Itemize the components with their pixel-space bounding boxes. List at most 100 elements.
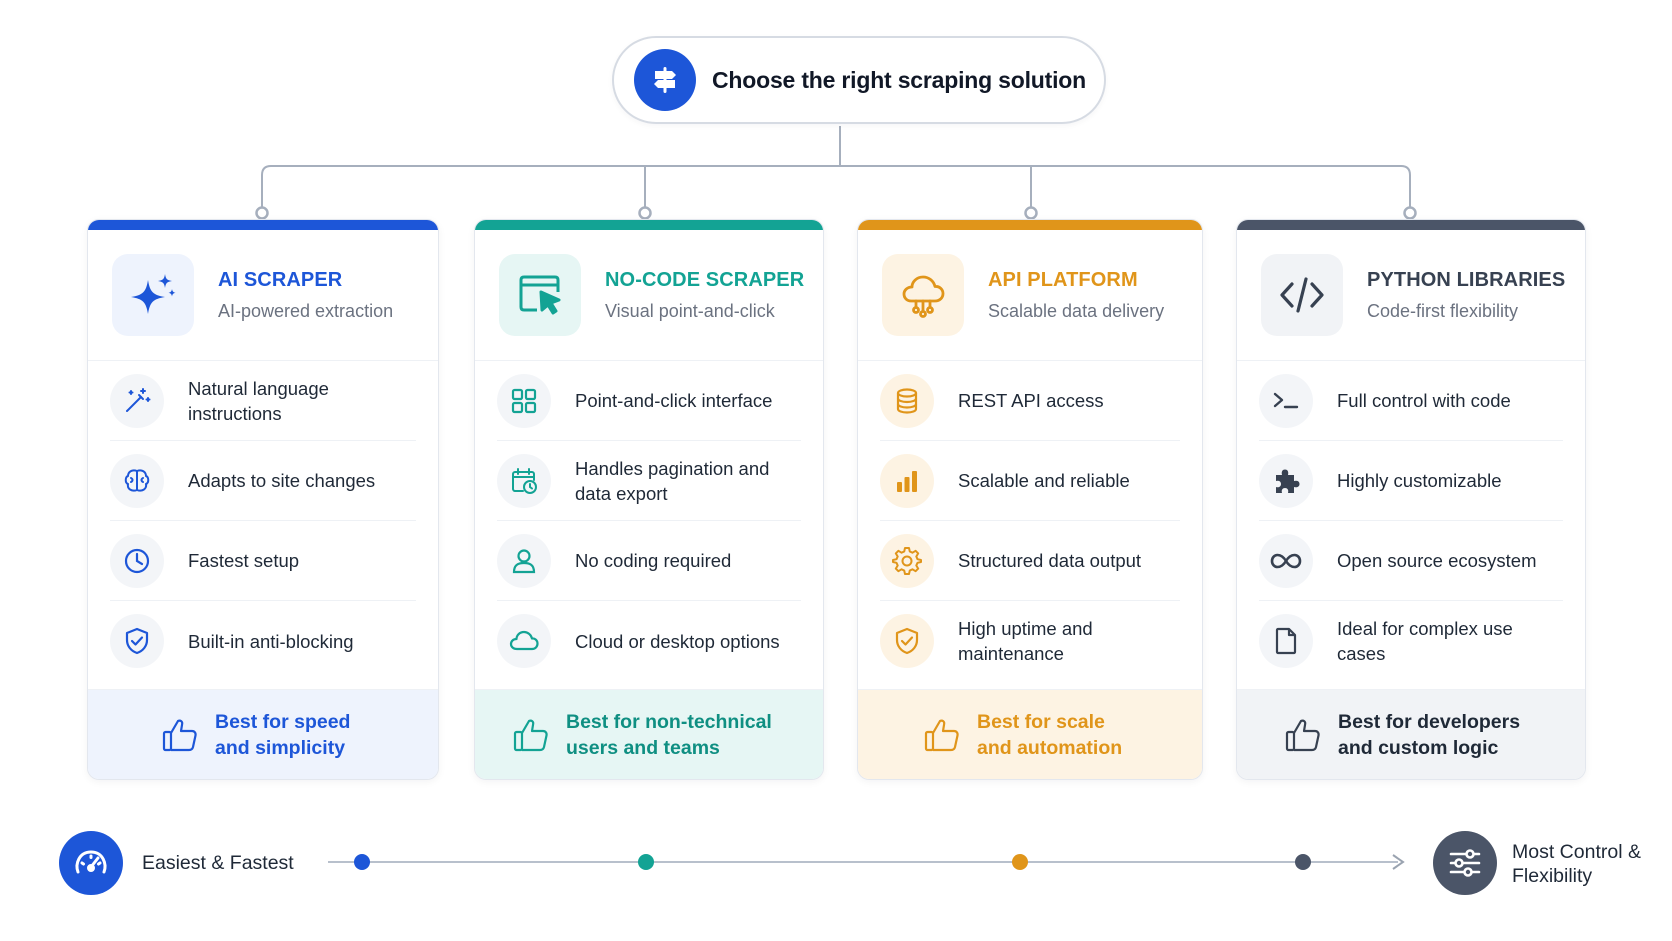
cursor-window-icon bbox=[499, 254, 581, 336]
infinity-icon bbox=[1259, 533, 1313, 588]
card-title: API PLATFORM bbox=[988, 268, 1138, 291]
scale-dot-ai bbox=[354, 854, 370, 870]
feature-text: Adapts to site changes bbox=[188, 470, 376, 491]
feature-item: Fastest setup bbox=[110, 521, 416, 601]
card-accent-bar bbox=[1237, 220, 1585, 230]
feature-item: REST API access bbox=[880, 361, 1180, 441]
card-subtitle: AI-powered extraction bbox=[218, 300, 394, 321]
feature-text: Fastest setup bbox=[188, 550, 300, 571]
thumbs-up-icon bbox=[924, 719, 959, 751]
feature-text: Handles pagination and data export bbox=[575, 457, 770, 504]
scale-dot-nocode bbox=[638, 854, 654, 870]
feature-list: Natural language instructions Adapts to … bbox=[88, 361, 438, 681]
feature-item: Adapts to site changes bbox=[110, 441, 416, 521]
best-for-text: Best for scale and automation bbox=[977, 710, 1123, 759]
feature-item: Handles pagination and data export bbox=[497, 441, 801, 521]
feature-item: Cloud or desktop options bbox=[497, 601, 801, 681]
feature-item: Ideal for complex use cases bbox=[1259, 601, 1563, 681]
card-api-platform: API PLATFORM Scalable data delivery REST… bbox=[857, 219, 1203, 780]
card-no-code-scraper: NO-CODE SCRAPER Visual point-and-click P… bbox=[474, 219, 824, 780]
calendar-clock-icon bbox=[497, 453, 551, 508]
feature-text: Open source ecosystem bbox=[1337, 550, 1537, 571]
best-for-text: Best for non-technical users and teams bbox=[566, 710, 772, 759]
feature-text: Built-in anti-blocking bbox=[188, 630, 354, 652]
connector-node bbox=[1024, 206, 1038, 220]
user-icon bbox=[497, 533, 551, 588]
card-python-libraries: PYTHON LIBRARIES Code-first flexibility … bbox=[1236, 219, 1586, 780]
feature-item: Natural language instructions bbox=[110, 361, 416, 441]
card-title: NO-CODE SCRAPER bbox=[605, 268, 805, 291]
puzzle-icon bbox=[1259, 453, 1313, 508]
feature-text: Highly customizable bbox=[1337, 470, 1502, 491]
bar-chart-icon bbox=[880, 453, 934, 508]
card-header: NO-CODE SCRAPER Visual point-and-click bbox=[475, 230, 823, 361]
feature-list: Point-and-click interface Handles pagina… bbox=[475, 361, 823, 681]
card-footer: Best for speed and simplicity bbox=[88, 689, 438, 779]
card-accent-bar bbox=[858, 220, 1202, 230]
feature-text: Scalable and reliable bbox=[958, 470, 1130, 491]
header-pill: Choose the right scraping solution bbox=[612, 36, 1106, 124]
card-footer: Best for non-technical users and teams bbox=[475, 689, 823, 779]
feature-text: Natural language instructions bbox=[188, 377, 329, 424]
feature-item: Structured data output bbox=[880, 521, 1180, 601]
brain-icon bbox=[110, 453, 164, 508]
card-ai-scraper: AI SCRAPER AI-powered extraction Natural… bbox=[87, 219, 439, 780]
best-for-text: Best for speed and simplicity bbox=[215, 710, 351, 759]
clock-icon bbox=[110, 533, 164, 588]
thumbs-up-icon bbox=[513, 719, 548, 751]
feature-item: Highly customizable bbox=[1259, 441, 1563, 521]
thumbs-up-icon bbox=[162, 719, 197, 751]
scale-dot-api bbox=[1012, 854, 1028, 870]
card-title: AI SCRAPER bbox=[218, 268, 343, 291]
scale-right-label: Most Control & Flexibility bbox=[1512, 841, 1641, 887]
feature-text: Cloud or desktop options bbox=[575, 630, 780, 652]
card-header: AI SCRAPER AI-powered extraction bbox=[88, 230, 438, 361]
sliders-icon bbox=[1433, 831, 1497, 895]
card-subtitle: Visual point-and-click bbox=[605, 300, 775, 321]
feature-text: No coding required bbox=[575, 550, 732, 571]
feature-item: Open source ecosystem bbox=[1259, 521, 1563, 601]
connector-node bbox=[255, 206, 269, 220]
file-icon bbox=[1259, 614, 1313, 668]
card-footer: Best for scale and automation bbox=[858, 689, 1202, 779]
card-subtitle: Scalable data delivery bbox=[988, 300, 1165, 321]
gear-icon bbox=[880, 533, 934, 588]
feature-item: Scalable and reliable bbox=[880, 441, 1180, 521]
shield-check-icon bbox=[110, 614, 164, 668]
feature-text: Full control with code bbox=[1337, 390, 1511, 411]
feature-item: Full control with code bbox=[1259, 361, 1563, 441]
signpost-icon bbox=[634, 49, 696, 111]
card-header: API PLATFORM Scalable data delivery bbox=[858, 230, 1202, 361]
scale-left-label: Easiest & Fastest bbox=[142, 852, 294, 874]
feature-text: High uptime and maintenance bbox=[958, 618, 1093, 664]
database-icon bbox=[880, 373, 934, 428]
card-header: PYTHON LIBRARIES Code-first flexibility bbox=[1237, 230, 1585, 361]
thumbs-up-icon bbox=[1285, 719, 1320, 751]
branch-line bbox=[261, 165, 1411, 209]
feature-text: Structured data output bbox=[958, 550, 1142, 571]
card-accent-bar bbox=[88, 220, 438, 230]
feature-item: High uptime and maintenance bbox=[880, 601, 1180, 681]
feature-item: Built-in anti-blocking bbox=[110, 601, 416, 681]
feature-list: REST API access Scalable and reliable St… bbox=[858, 361, 1202, 681]
feature-text: Ideal for complex use cases bbox=[1337, 618, 1513, 664]
shield-check-icon bbox=[880, 614, 934, 668]
cloud-network-icon bbox=[882, 254, 964, 336]
card-title: PYTHON LIBRARIES bbox=[1367, 268, 1566, 291]
terminal-icon bbox=[1259, 373, 1313, 428]
page-title: Choose the right scraping solution bbox=[712, 66, 1086, 93]
magic-wand-icon bbox=[110, 373, 164, 428]
sparkles-icon bbox=[112, 254, 194, 336]
grid-icon bbox=[497, 373, 551, 428]
feature-item: Point-and-click interface bbox=[497, 361, 801, 441]
card-footer: Best for developers and custom logic bbox=[1237, 689, 1585, 779]
feature-item: No coding required bbox=[497, 521, 801, 601]
connector-node bbox=[638, 206, 652, 220]
feature-text: REST API access bbox=[958, 390, 1104, 411]
code-brackets-icon bbox=[1261, 254, 1343, 336]
card-accent-bar bbox=[475, 220, 823, 230]
connector-node bbox=[1403, 206, 1417, 220]
cloud-icon bbox=[497, 614, 551, 668]
scale-dot-python bbox=[1295, 854, 1311, 870]
card-subtitle: Code-first flexibility bbox=[1367, 300, 1519, 321]
